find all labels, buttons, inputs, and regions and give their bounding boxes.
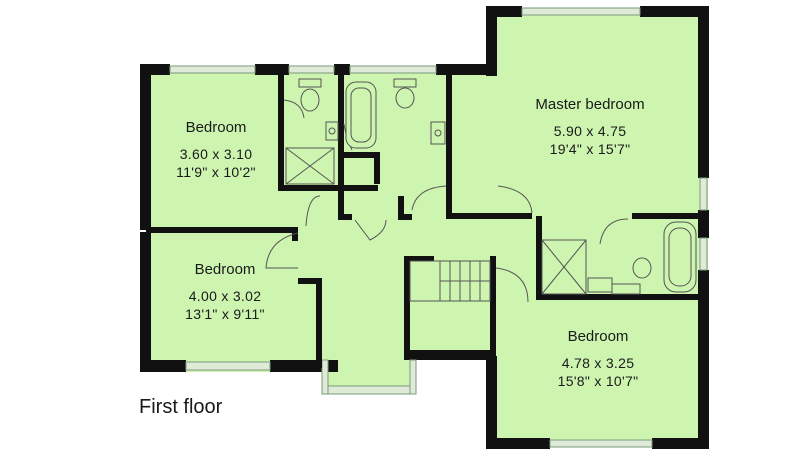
window [288,65,335,74]
room-dimensions-metric: 3.60 x 3.10 [179,146,253,162]
door-swing [354,219,387,241]
floor-title: First floor [139,396,223,418]
room-dimensions-imperial: 11'9" x 10'2" [176,164,256,180]
toilet [298,78,322,88]
room-name: Master bedroom [535,96,645,113]
basin [587,277,613,293]
window [549,439,653,448]
room-dimensions-metric: 4.78 x 3.25 [561,355,635,371]
window [409,359,417,395]
door-swing [495,267,529,303]
toilet [300,88,320,112]
toilet [632,257,652,279]
door-swing [305,195,321,227]
fixtures [285,78,697,295]
door-swing [265,232,299,269]
room-dimensions-imperial: 19'4" x 15'7" [549,141,631,157]
room-name: Bedroom [567,328,629,345]
toilet [393,78,417,88]
door-swing [283,99,305,119]
door-swing [599,218,629,245]
room-dimensions-imperial: 13'1" x 9'11" [185,306,265,322]
room-dimensions-metric: 5.90 x 4.75 [553,123,627,139]
window [349,65,437,74]
doors [265,99,629,303]
window [321,385,417,395]
room-name: Bedroom [185,119,247,136]
window [699,177,708,211]
door-swing [411,185,447,211]
staircase [409,260,491,302]
interior-walls [146,75,698,368]
room-label-bedroom-2: Bedroom 4.00 x 3.02 13'1" x 9'11" [154,261,296,323]
room-label-master-bedroom: Master bedroom 5.90 x 4.75 19'4" x 15'7" [500,96,680,158]
window [185,361,271,371]
window [321,359,329,395]
vanity [611,283,641,295]
room-dimensions-metric: 4.00 x 3.02 [188,288,262,304]
door-swing [497,185,533,214]
room-name: Bedroom [194,261,256,278]
toilet [395,87,415,109]
window [169,65,256,74]
windows [169,7,708,448]
room-label-bedroom-3: Bedroom 4.78 x 3.25 15'8" x 10'7" [520,328,676,390]
window [699,237,708,271]
window [521,7,641,16]
room-dimensions-imperial: 15'8" x 10'7" [557,373,639,389]
room-label-bedroom-1: Bedroom 3.60 x 3.10 11'9" x 10'2" [150,119,282,181]
